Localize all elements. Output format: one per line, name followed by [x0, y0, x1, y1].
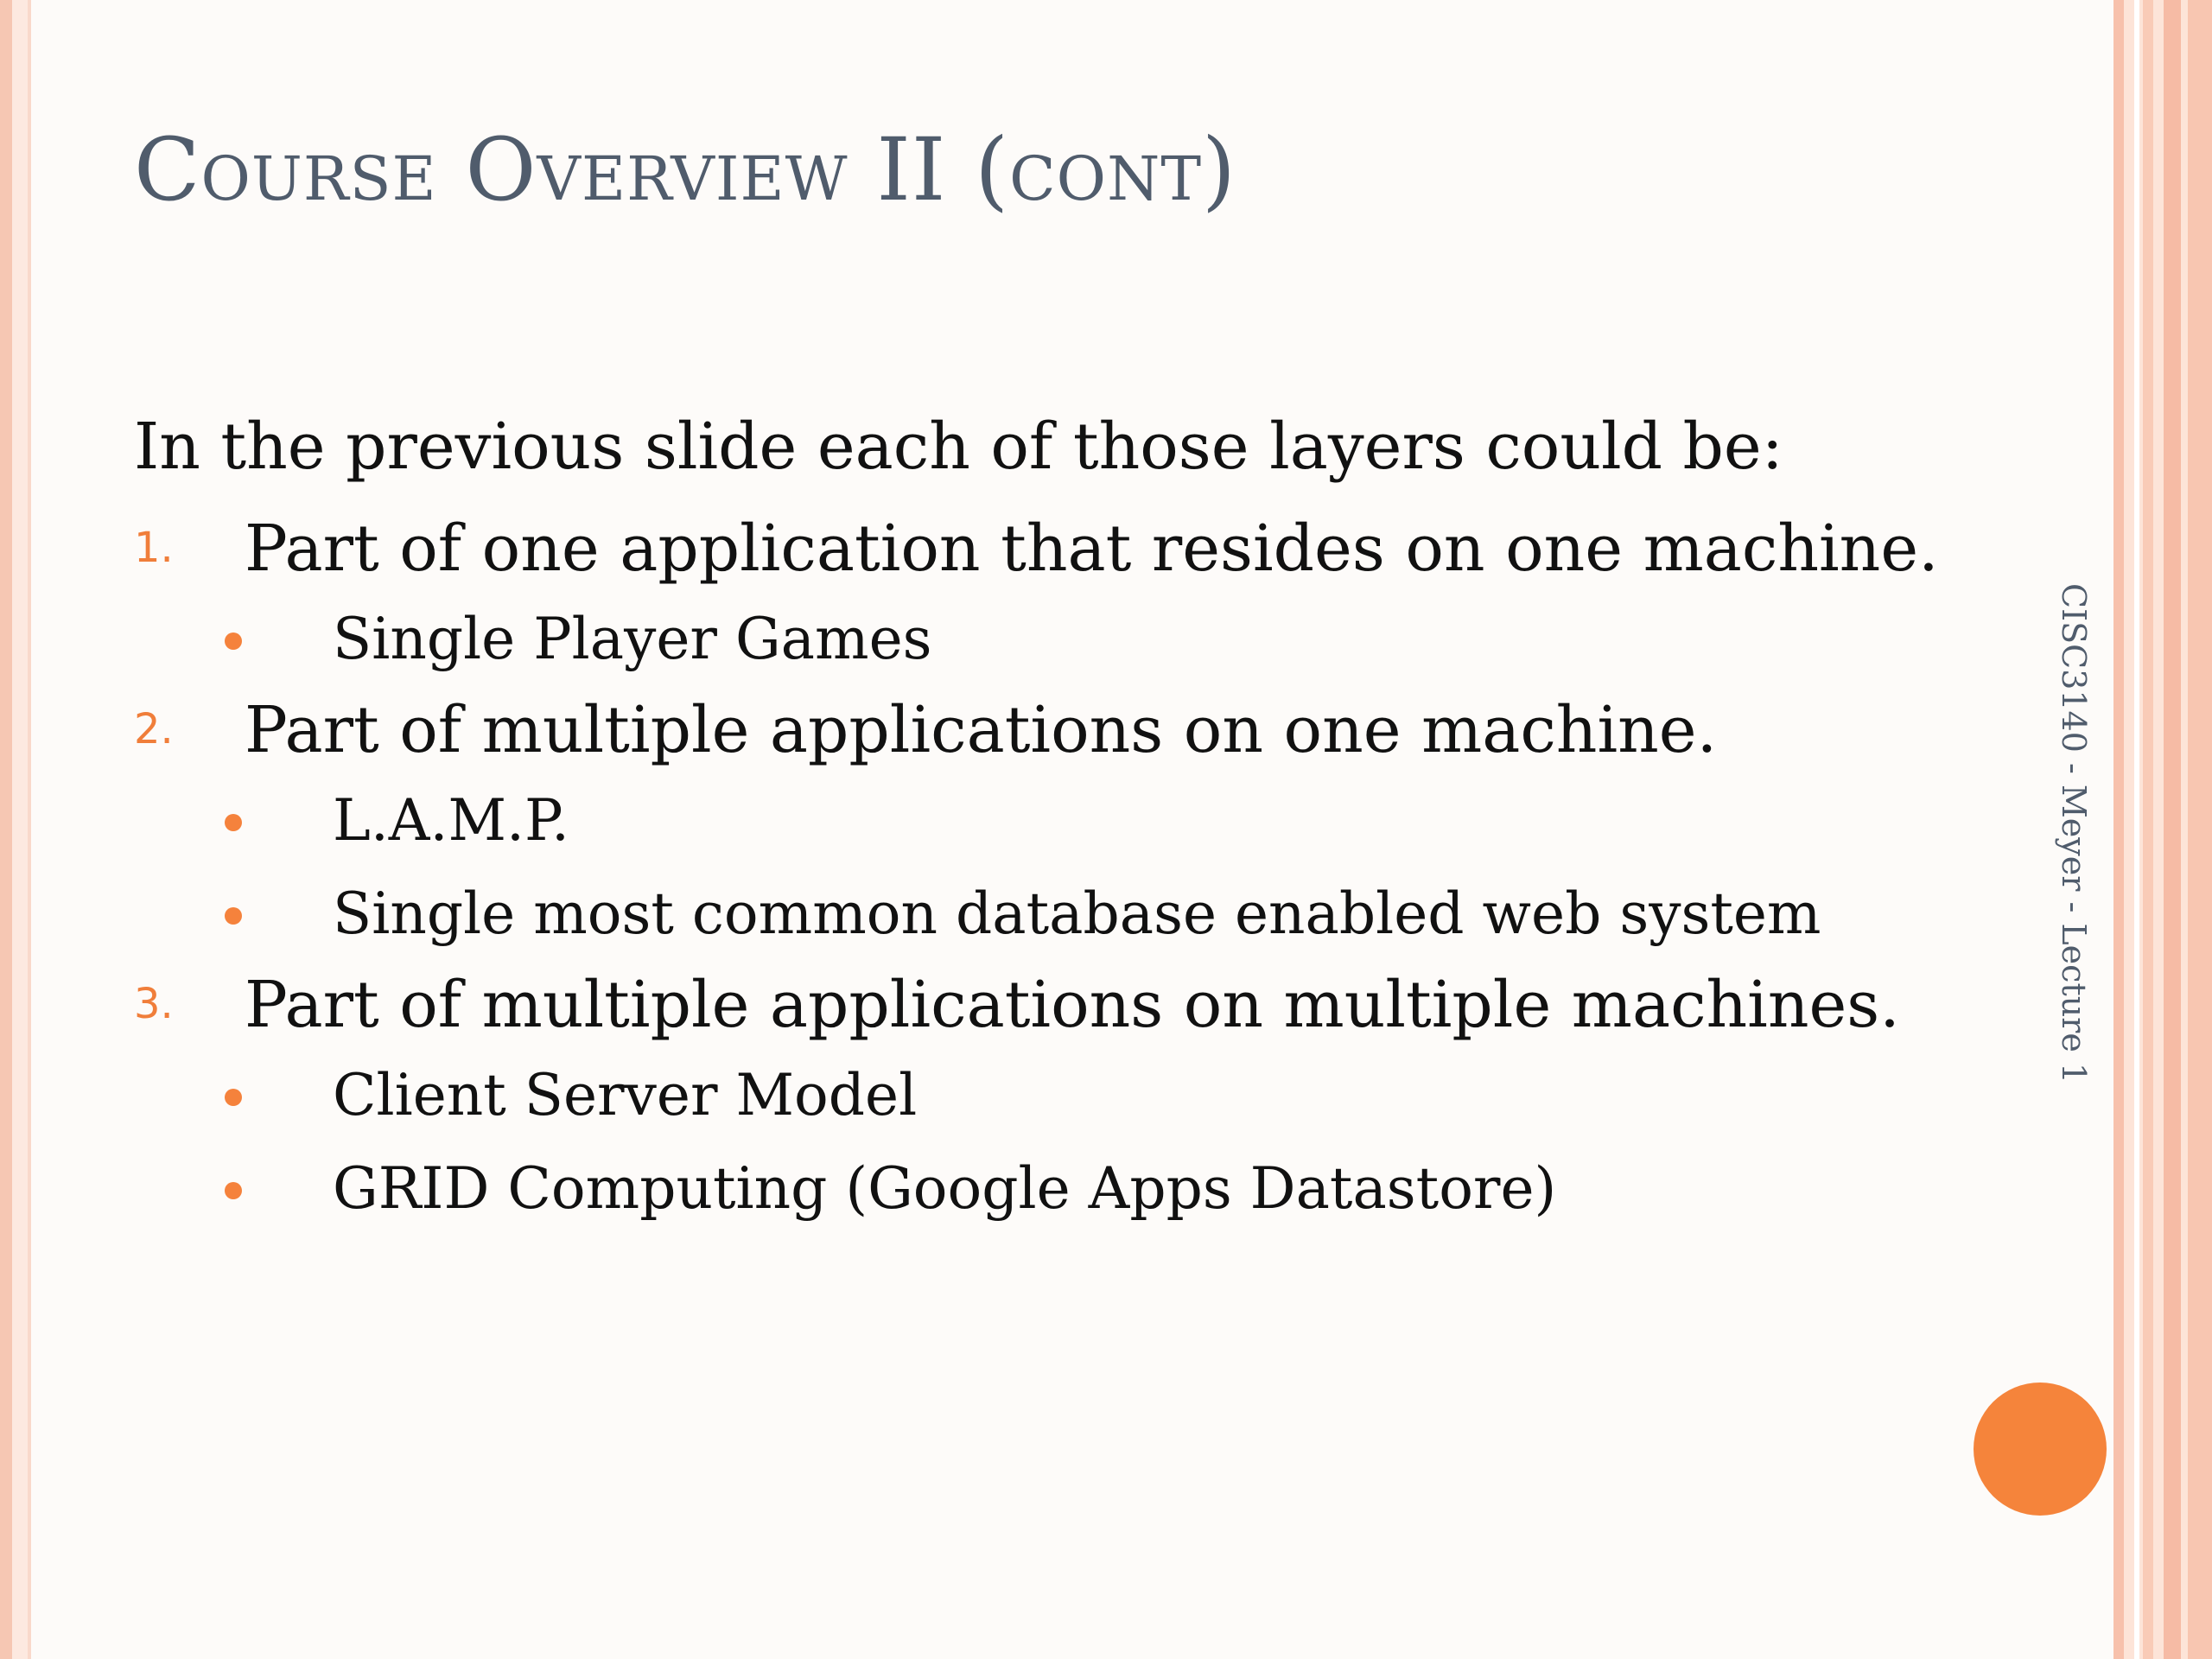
bullet-dot-icon [225, 1089, 242, 1106]
item-text: Part of one application that resides on … [245, 512, 1939, 586]
item-text: Part of multiple applications on one mac… [245, 693, 1718, 767]
slide-body: In the previous slide each of those laye… [134, 406, 2035, 1236]
left-border-stripe [0, 0, 12, 1659]
bullet-text: L.A.M.P. [333, 787, 570, 854]
bullet-text: Single most common database enabled web … [333, 880, 1821, 947]
bullet-dot-icon [225, 907, 242, 925]
item-number: 3. [134, 980, 174, 1028]
numbered-item: 2. Part of multiple applications on one … [134, 686, 2035, 774]
bullet-item: GRID Computing (Google Apps Datastore) [134, 1142, 2035, 1236]
left-border-stripe [12, 0, 28, 1659]
slide-title: Course Overview II (cont) [134, 119, 1237, 220]
bullet-item: Client Server Model [134, 1049, 2035, 1142]
right-border-stripe [2143, 0, 2153, 1659]
numbered-item: 1. Part of one application that resides … [134, 505, 2035, 593]
right-border-stripe [2188, 0, 2212, 1659]
item-text: Part of multiple applications on multipl… [245, 968, 1900, 1042]
item-number: 1. [134, 524, 174, 572]
left-border-stripe [28, 0, 31, 1659]
bullet-item: L.A.M.P. [134, 774, 2035, 868]
numbered-item: 3. Part of multiple applications on mult… [134, 961, 2035, 1049]
right-border-stripe [2164, 0, 2181, 1659]
right-border-stripe [2113, 0, 2124, 1659]
bullet-dot-icon [225, 814, 242, 831]
bullet-item: Single most common database enabled web … [134, 868, 2035, 961]
bullet-item: Single Player Games [134, 593, 2035, 686]
decorative-circle-icon [1974, 1382, 2107, 1516]
bullet-dot-icon [225, 632, 242, 650]
course-side-label: CISC3140 - Meyer - Lecture 1 [2055, 583, 2093, 1084]
right-border-stripe [2134, 0, 2139, 1659]
bullet-text: GRID Computing (Google Apps Datastore) [333, 1155, 1557, 1222]
intro-text: In the previous slide each of those laye… [134, 410, 1783, 484]
bullet-dot-icon [225, 1182, 242, 1199]
item-number: 2. [134, 705, 174, 753]
bullet-text: Single Player Games [333, 606, 932, 672]
bullet-text: Client Server Model [333, 1062, 918, 1128]
